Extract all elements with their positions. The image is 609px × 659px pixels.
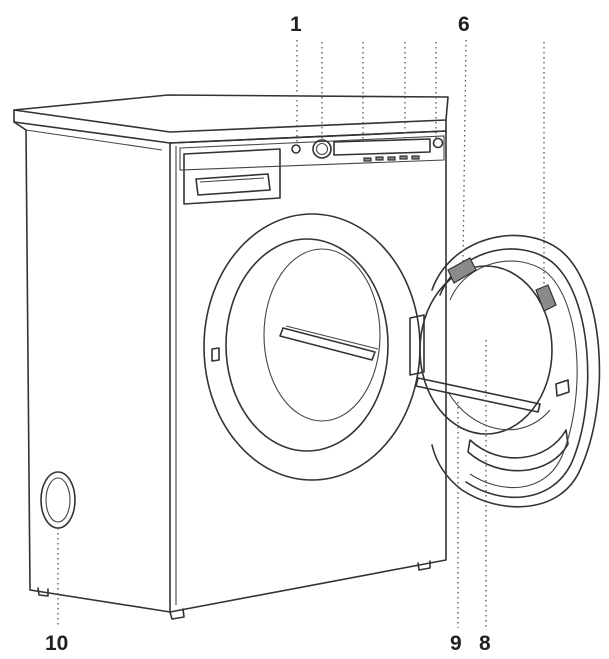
option-button[interactable] [363, 157, 372, 162]
side-panel [13, 121, 171, 613]
top-panel [13, 94, 449, 133]
door-lock [211, 347, 220, 362]
program-dial[interactable] [312, 139, 332, 159]
door-seal-pad-right [535, 284, 557, 312]
callout-9: 9 [450, 632, 462, 655]
side-foot [37, 587, 49, 597]
control-panel [179, 135, 445, 171]
front-panel [169, 130, 447, 613]
callout-8: 8 [479, 632, 491, 655]
detergent-drawer [183, 148, 281, 205]
power-button[interactable] [291, 144, 301, 154]
leader-line-6 [462, 39, 467, 263]
option-button[interactable] [411, 155, 420, 160]
door-outer-ring [431, 234, 601, 508]
door-seal-pad-left [447, 257, 477, 284]
drum-paddle-shadow [285, 325, 379, 350]
door-ring-inner [449, 260, 578, 489]
door-glass-bowl [447, 391, 551, 431]
start-button[interactable] [432, 137, 444, 149]
detergent-drawer-handle-inner [199, 177, 265, 183]
option-button[interactable] [399, 155, 408, 160]
door-glass-bottom [467, 429, 569, 472]
side-panel-front-edge [25, 129, 163, 151]
program-dial-cap [315, 142, 329, 156]
detergent-drawer-handle [195, 173, 271, 196]
door-hinge [409, 314, 425, 376]
drum-back [263, 248, 381, 422]
option-button[interactable] [375, 156, 384, 161]
callout-6: 6 [458, 13, 470, 36]
door-ring-front [439, 248, 589, 499]
door-glass [419, 265, 553, 435]
filter-cover-rim [45, 477, 71, 523]
option-buttons [363, 155, 420, 162]
front-foot-right [417, 560, 431, 571]
display-panel [333, 138, 431, 156]
front-foot-left [169, 608, 185, 620]
door-opening-inner [225, 238, 389, 452]
option-button[interactable] [387, 156, 396, 161]
door-bar [415, 377, 541, 413]
drum-paddle [279, 327, 376, 361]
callout-1: 1 [290, 13, 302, 36]
callout-10: 10 [45, 632, 69, 655]
door-latch [555, 379, 570, 397]
